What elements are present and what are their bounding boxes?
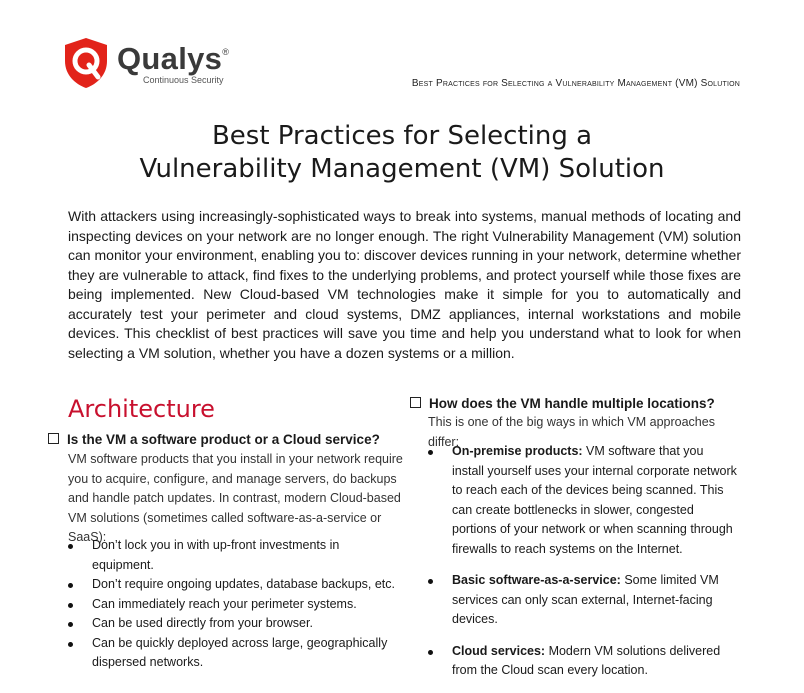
bullet-icon <box>68 544 73 549</box>
bullet-icon <box>68 602 73 608</box>
list-item-text: Don’t require ongoing updates, database … <box>92 577 395 591</box>
list-item-lead: Basic software-as-a-service: <box>452 573 621 587</box>
bullet-icon <box>428 450 433 455</box>
bullet-icon <box>428 579 433 584</box>
list-item: Don’t require ongoing updates, database … <box>68 575 398 595</box>
list-item-text: Can be used directly from your browser. <box>92 616 313 630</box>
list-item: Can immediately reach your perimeter sys… <box>68 595 398 615</box>
list-item-text: Can immediately reach your perimeter sys… <box>92 596 357 611</box>
title-line-2: Vulnerability Management (VM) Solution <box>139 154 665 184</box>
left-question: Is the VM a software product or a Cloud … <box>48 432 380 447</box>
bullet-icon <box>68 641 73 647</box>
list-item-lead: On-premise products: <box>452 444 583 458</box>
section-heading: Architecture <box>68 395 215 423</box>
list-item-lead: Cloud services: <box>452 643 546 658</box>
bullet-icon <box>68 622 73 627</box>
checkbox-icon <box>48 433 59 444</box>
list-item-text: VM software that you install yourself us… <box>452 444 737 556</box>
right-question: How does the VM handle multiple location… <box>410 396 715 411</box>
page-title: Best Practices for Selecting a Vulnerabi… <box>0 120 804 186</box>
list-item: Basic software-as-a-service: Some limite… <box>428 571 738 630</box>
list-item: Don’t lock you in with up-front investme… <box>68 536 398 575</box>
list-item: Can be used directly from your browser. <box>68 614 398 634</box>
right-bullet-list: On-premise products: VM software that yo… <box>428 442 738 693</box>
running-header: Best Practices for Selecting a Vulnerabi… <box>411 78 740 89</box>
checkbox-icon <box>410 397 421 408</box>
left-paragraph: VM software products that you install in… <box>68 452 403 544</box>
right-paragraph: This is one of the big ways in which VM … <box>428 415 715 449</box>
list-item: Cloud services: Modern VM solutions deli… <box>428 642 738 681</box>
title-line-1: Best Practices for Selecting a <box>211 121 593 151</box>
list-item: Can be quickly deployed across large, ge… <box>68 634 398 673</box>
bullet-icon <box>68 583 73 588</box>
list-item-text: Some limited VM services can only scan e… <box>452 573 719 626</box>
list-item-text: Don’t lock you in with up-front investme… <box>92 538 340 572</box>
brand-name: Qualys® <box>117 41 230 76</box>
list-item: On-premise products: VM software that yo… <box>428 442 738 559</box>
qualys-shield-logo <box>65 38 107 88</box>
intro-paragraph: With attackers using increasingly-sophis… <box>68 208 741 361</box>
bullet-icon <box>428 649 433 655</box>
registered-mark: ® <box>222 47 230 57</box>
list-item-text: Can be quickly deployed across large, ge… <box>92 635 388 670</box>
left-bullet-list: Don’t lock you in with up-front investme… <box>68 536 398 673</box>
brand-tagline: Continuous Security <box>143 75 224 85</box>
